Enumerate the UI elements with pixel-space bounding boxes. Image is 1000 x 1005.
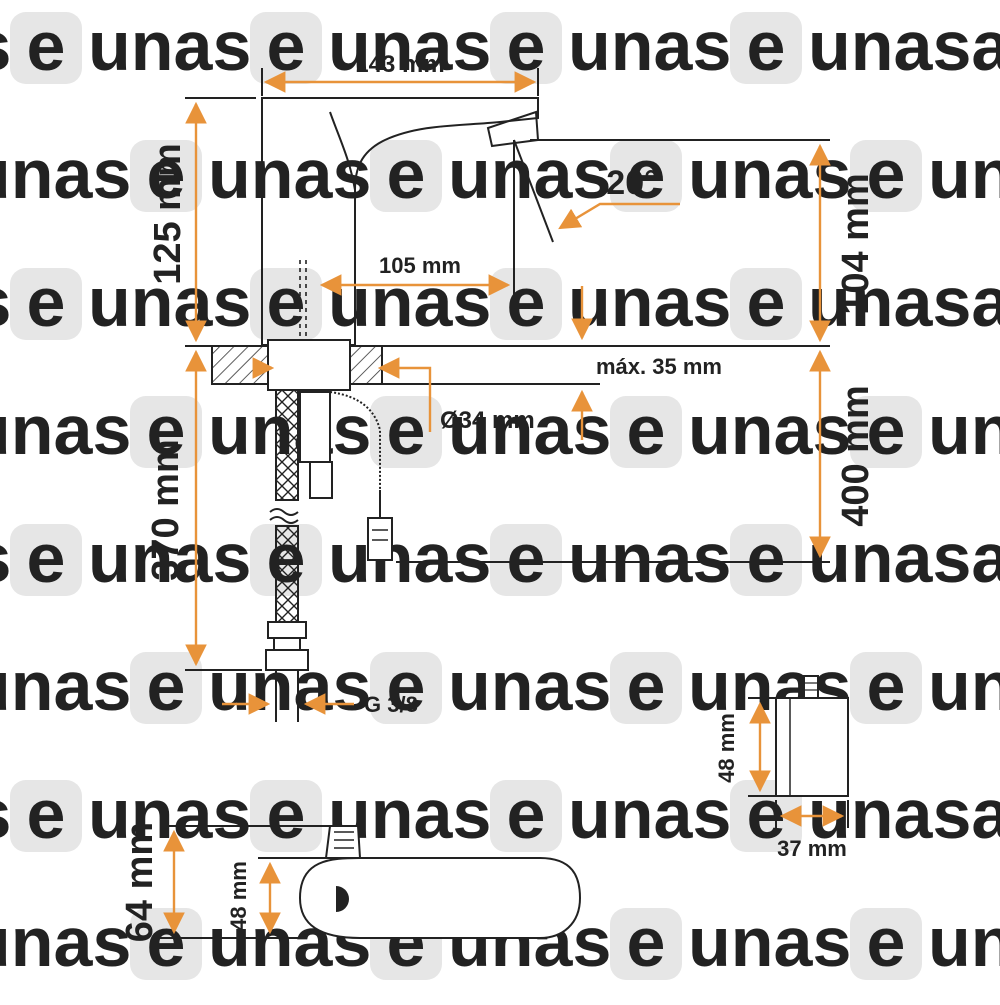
svg-text:e: e bbox=[267, 775, 306, 853]
label-cable-length: 400 mm bbox=[835, 385, 877, 527]
svg-text:e: e bbox=[627, 391, 666, 469]
label-box-width: 37 mm bbox=[777, 836, 847, 861]
svg-text:e: e bbox=[147, 647, 186, 725]
svg-text:e: e bbox=[387, 647, 426, 725]
label-faucet-height: 125 mm bbox=[147, 143, 189, 285]
svg-text:e: e bbox=[507, 775, 546, 853]
label-side-total-height: 64 mm bbox=[119, 822, 161, 942]
svg-text:e: e bbox=[507, 263, 546, 341]
svg-text:unasa: unasa bbox=[928, 135, 1000, 213]
svg-text:unasa: unasa bbox=[808, 519, 1000, 597]
svg-text:e: e bbox=[27, 7, 66, 85]
svg-text:e: e bbox=[627, 903, 666, 981]
label-spout-reach: 105 mm bbox=[379, 253, 461, 278]
svg-text:e: e bbox=[867, 135, 906, 213]
svg-text:e: e bbox=[507, 7, 546, 85]
svg-text:e: e bbox=[147, 135, 186, 213]
svg-text:e: e bbox=[27, 519, 66, 597]
svg-text:unasa: unasa bbox=[808, 263, 1000, 341]
faucet-side-view bbox=[261, 97, 540, 346]
label-max-counter: máx. 35 mm bbox=[596, 354, 722, 379]
lever-side-view bbox=[160, 825, 582, 939]
svg-text:e: e bbox=[507, 519, 546, 597]
svg-text:unasa: unasa bbox=[928, 647, 1000, 725]
dimension-labels: 143 mm 125 mm 105 mm 20° 104 mm máx. 35 … bbox=[119, 51, 877, 942]
solenoid-valve bbox=[299, 391, 381, 499]
label-spout-angle: 20° bbox=[606, 164, 657, 202]
svg-text:e: e bbox=[747, 519, 786, 597]
svg-text:e: e bbox=[27, 263, 66, 341]
svg-text:e: e bbox=[627, 647, 666, 725]
countertop-section bbox=[211, 260, 830, 391]
spray-angle-lines bbox=[513, 139, 554, 300]
faucet-body bbox=[261, 97, 539, 346]
svg-text:e: e bbox=[627, 135, 666, 213]
label-box-height: 48 mm bbox=[714, 713, 739, 783]
svg-text:e: e bbox=[867, 903, 906, 981]
svg-text:e: e bbox=[387, 391, 426, 469]
svg-text:unasa: unasa bbox=[928, 903, 1000, 981]
svg-text:e: e bbox=[267, 263, 306, 341]
label-side-body-height: 48 mm bbox=[226, 861, 251, 931]
svg-text:e: e bbox=[27, 775, 66, 853]
svg-text:e: e bbox=[867, 647, 906, 725]
svg-text:e: e bbox=[147, 391, 186, 469]
braided-hose bbox=[265, 389, 309, 722]
label-hose-length: 370 mm bbox=[145, 439, 187, 581]
sensor-cable bbox=[367, 490, 830, 563]
svg-text:e: e bbox=[747, 263, 786, 341]
svg-text:unasa: unasa bbox=[808, 7, 1000, 85]
label-hole-diameter: Ø34 mm bbox=[440, 407, 535, 434]
svg-text:e: e bbox=[387, 135, 426, 213]
svg-text:e: e bbox=[267, 7, 306, 85]
svg-text:e: e bbox=[747, 7, 786, 85]
sensor-box-view bbox=[748, 675, 849, 828]
svg-text:unasa: unasa bbox=[928, 391, 1000, 469]
label-spout-height: 104 mm bbox=[835, 173, 877, 315]
label-thread: G 3/8 bbox=[364, 692, 418, 717]
dimension-lines bbox=[185, 68, 831, 715]
label-top-width: 143 mm bbox=[355, 51, 444, 78]
svg-text:e: e bbox=[867, 391, 906, 469]
